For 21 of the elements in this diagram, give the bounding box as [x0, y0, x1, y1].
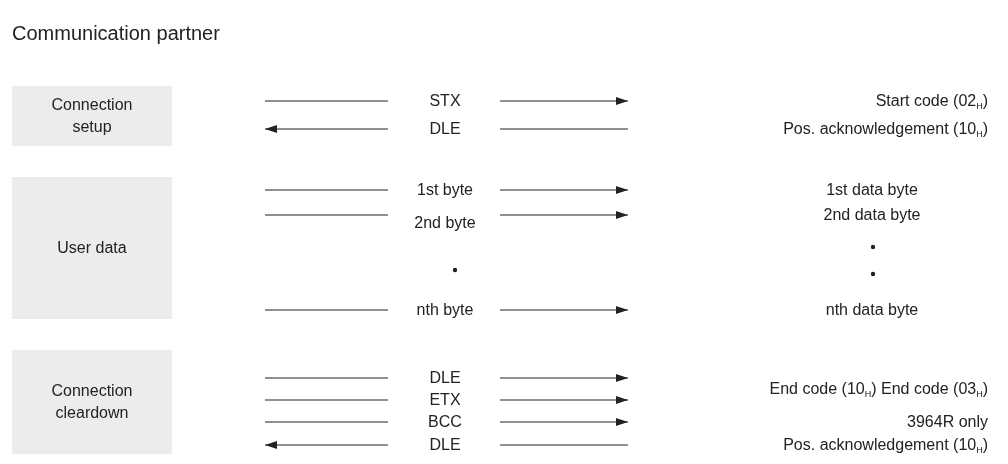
- message-name: DLE: [429, 119, 461, 139]
- phase-box: User data: [12, 177, 172, 319]
- message-description: Pos. acknowledgement (10$_{H}$): [783, 435, 988, 456]
- message-name: DLE: [429, 435, 461, 455]
- phase-box: Connection setup: [12, 86, 172, 146]
- message-description: nth data byte: [825, 300, 919, 320]
- message-description: 2nd data byte: [823, 205, 921, 225]
- message-name: STX: [429, 91, 461, 111]
- message-description: 3964R only: [907, 412, 988, 432]
- message-description: End code (10$_{H}$) End code (03$_{H}$): [768, 379, 988, 400]
- message-description: Pos. acknowledgement (10$_{H}$): [783, 119, 988, 140]
- message-name: 1st byte: [417, 180, 473, 200]
- message-name: nth byte: [416, 300, 474, 320]
- message-description: Start code (02$_{H}$): [875, 91, 988, 112]
- phase-box: Connection cleardown: [12, 350, 172, 454]
- message-name: BCC: [428, 412, 462, 432]
- message-name: DLE: [429, 368, 461, 388]
- column-heading: Communication partner: [12, 22, 220, 44]
- message-name: ETX: [429, 390, 461, 410]
- message-description: 1st data byte: [826, 180, 918, 200]
- message-name: 2nd byte: [414, 213, 476, 233]
